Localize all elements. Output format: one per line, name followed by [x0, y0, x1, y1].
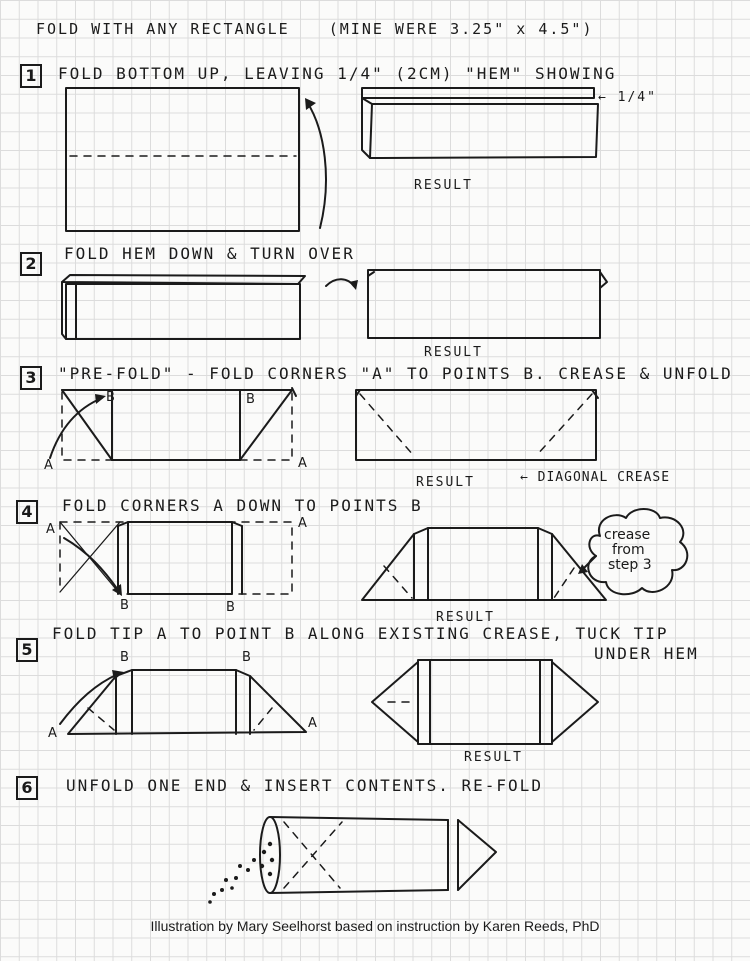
step-1-number: 1 [20, 64, 42, 88]
header-title-text: FOLD WITH ANY RECTANGLE [36, 20, 290, 38]
step-2-paper [61, 274, 358, 340]
step-1-result [361, 87, 599, 159]
step-6-contents-dots [208, 841, 275, 904]
step-6-pouch [259, 816, 497, 894]
label-b-3l: B [106, 390, 115, 405]
label-a-3r: A [298, 456, 307, 471]
label-b-3r: B [246, 392, 255, 407]
label-b-5l: B [120, 650, 129, 665]
cloud-line-2: from [612, 542, 645, 558]
illustration-credit: Illustration by Mary Seelhorst based on … [150, 918, 600, 934]
label-b-4l: B [120, 598, 129, 613]
step-5-result [371, 659, 599, 745]
step-4-number: 4 [16, 500, 38, 524]
step-1-hem-callout: ← 1/4" [598, 90, 657, 105]
step-2-instruction: FOLD HEM DOWN & TURN OVER [64, 244, 355, 263]
step-3-paper [49, 387, 297, 461]
step-3-result-label: RESULT [416, 475, 475, 490]
crease-cloud [587, 508, 689, 596]
step-1-instruction: FOLD BOTTOM UP, LEAVING 1/4" (2CM) "HEM"… [58, 64, 617, 83]
label-a-4l: A [46, 522, 55, 537]
step-6-instruction: UNFOLD ONE END & INSERT CONTENTS. RE-FOL… [66, 776, 543, 795]
step-5-instruction: FOLD TIP A TO POINT B ALONG EXISTING CRE… [52, 624, 669, 643]
step-5-instruction-cont: UNDER HEM [594, 644, 699, 663]
step-5-paper [59, 669, 307, 735]
step-6-number: 6 [16, 776, 38, 800]
label-a-5l: A [48, 726, 57, 741]
step-5-number: 5 [16, 638, 38, 662]
step-2-number: 2 [20, 252, 42, 276]
crease-cloud-note: crease from step 3 [604, 528, 652, 573]
header-note: (MINE WERE 3.25" x 4.5") [328, 20, 594, 38]
step-5-result-label: RESULT [464, 750, 523, 765]
step-3-instruction: "PRE-FOLD" - FOLD CORNERS "A" TO POINTS … [58, 364, 733, 383]
label-b-5r: B [242, 650, 251, 665]
step-4-paper [59, 521, 293, 596]
step-4-result [361, 527, 607, 601]
label-a-5r: A [308, 716, 317, 731]
header-title: FOLD WITH ANY RECTANGLE (MINE WERE 3.25"… [36, 20, 594, 38]
step-3-result [355, 389, 599, 461]
cloud-line-3: step 3 [608, 557, 652, 573]
label-a-4r: A [298, 516, 307, 531]
step-4-instruction: FOLD CORNERS A DOWN TO POINTS B [62, 496, 423, 515]
step-3-number: 3 [20, 366, 42, 390]
label-a-3l: A [44, 458, 53, 473]
cloud-line-1: crease [604, 527, 651, 543]
label-b-4r: B [226, 600, 235, 615]
step-1-result-label: RESULT [414, 178, 473, 193]
step-4-result-label: RESULT [436, 610, 495, 625]
step-1-paper [65, 87, 327, 232]
step-2-result-label: RESULT [424, 345, 483, 360]
step-3-diagonal-crease-callout: ← DIAGONAL CREASE [520, 470, 671, 485]
step-2-result [367, 269, 608, 339]
